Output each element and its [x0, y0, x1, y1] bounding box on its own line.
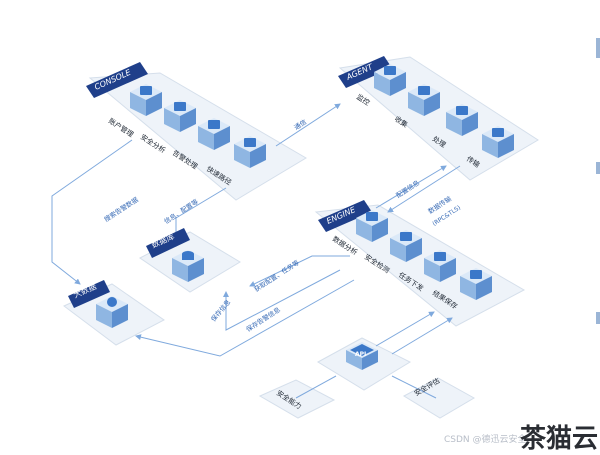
api-icon	[346, 342, 378, 370]
connector-console-agent	[275, 103, 341, 147]
agent-module-1-label: 监控	[355, 92, 372, 107]
connector-engine-db-2	[223, 269, 341, 331]
side-stripe-mid	[596, 162, 600, 174]
agent-module-2-icon	[408, 84, 440, 116]
bigdata-icon	[96, 296, 128, 328]
connector-label-console-agent: 通信	[292, 117, 308, 132]
engine-platform	[314, 204, 526, 327]
connector-label-engine-agent-1: 配置信息	[394, 178, 421, 200]
engine-module-4-icon	[460, 268, 492, 300]
console-module-2-icon	[164, 100, 196, 132]
agent-module-4-icon	[482, 126, 514, 158]
connector-label-console-db: 信息、配置等	[162, 197, 200, 226]
console-module-3-icon	[198, 118, 230, 150]
connector-api-engine-2	[391, 317, 453, 355]
api-label: API	[355, 351, 366, 358]
connector-api-client-2	[391, 375, 437, 399]
database-icon	[172, 250, 204, 282]
connector-engine-bigdata	[135, 279, 355, 357]
connector-api-engine-1	[375, 311, 435, 347]
client-1-platform	[258, 379, 336, 419]
side-stripe-bottom	[596, 312, 600, 324]
connector-label-engine-db-2: 保存信息	[209, 297, 233, 323]
connector-engine-agent-2	[387, 165, 461, 213]
brand-watermark: 茶猫云	[520, 424, 599, 454]
connector-label-engine-bigdata: 保存告警信息	[244, 305, 282, 334]
csdn-watermark: CSDN @德迅云安全	[444, 435, 527, 445]
engine-module-3-icon	[424, 250, 456, 282]
engine-module-1-icon	[356, 210, 388, 242]
agent-module-1-icon	[374, 64, 406, 96]
connector-label-engine-db-1: 获取配置、任务等	[252, 258, 301, 294]
connector-engine-agent-1	[375, 165, 447, 209]
connector-api-client-1	[295, 375, 337, 399]
client-2-platform	[402, 377, 476, 419]
connector-console-bigdata	[51, 139, 133, 285]
console-module-1-label: 账户管理	[107, 116, 135, 139]
console-module-1-icon	[130, 84, 162, 116]
agent-module-3-icon	[446, 104, 478, 136]
side-stripe-top	[596, 38, 600, 58]
engine-module-2-icon	[390, 230, 422, 262]
console-module-4-icon	[234, 136, 266, 168]
connector-label-console-bigdata: 搜索告警数据	[102, 195, 140, 224]
connector-engine-db-1	[249, 255, 350, 287]
